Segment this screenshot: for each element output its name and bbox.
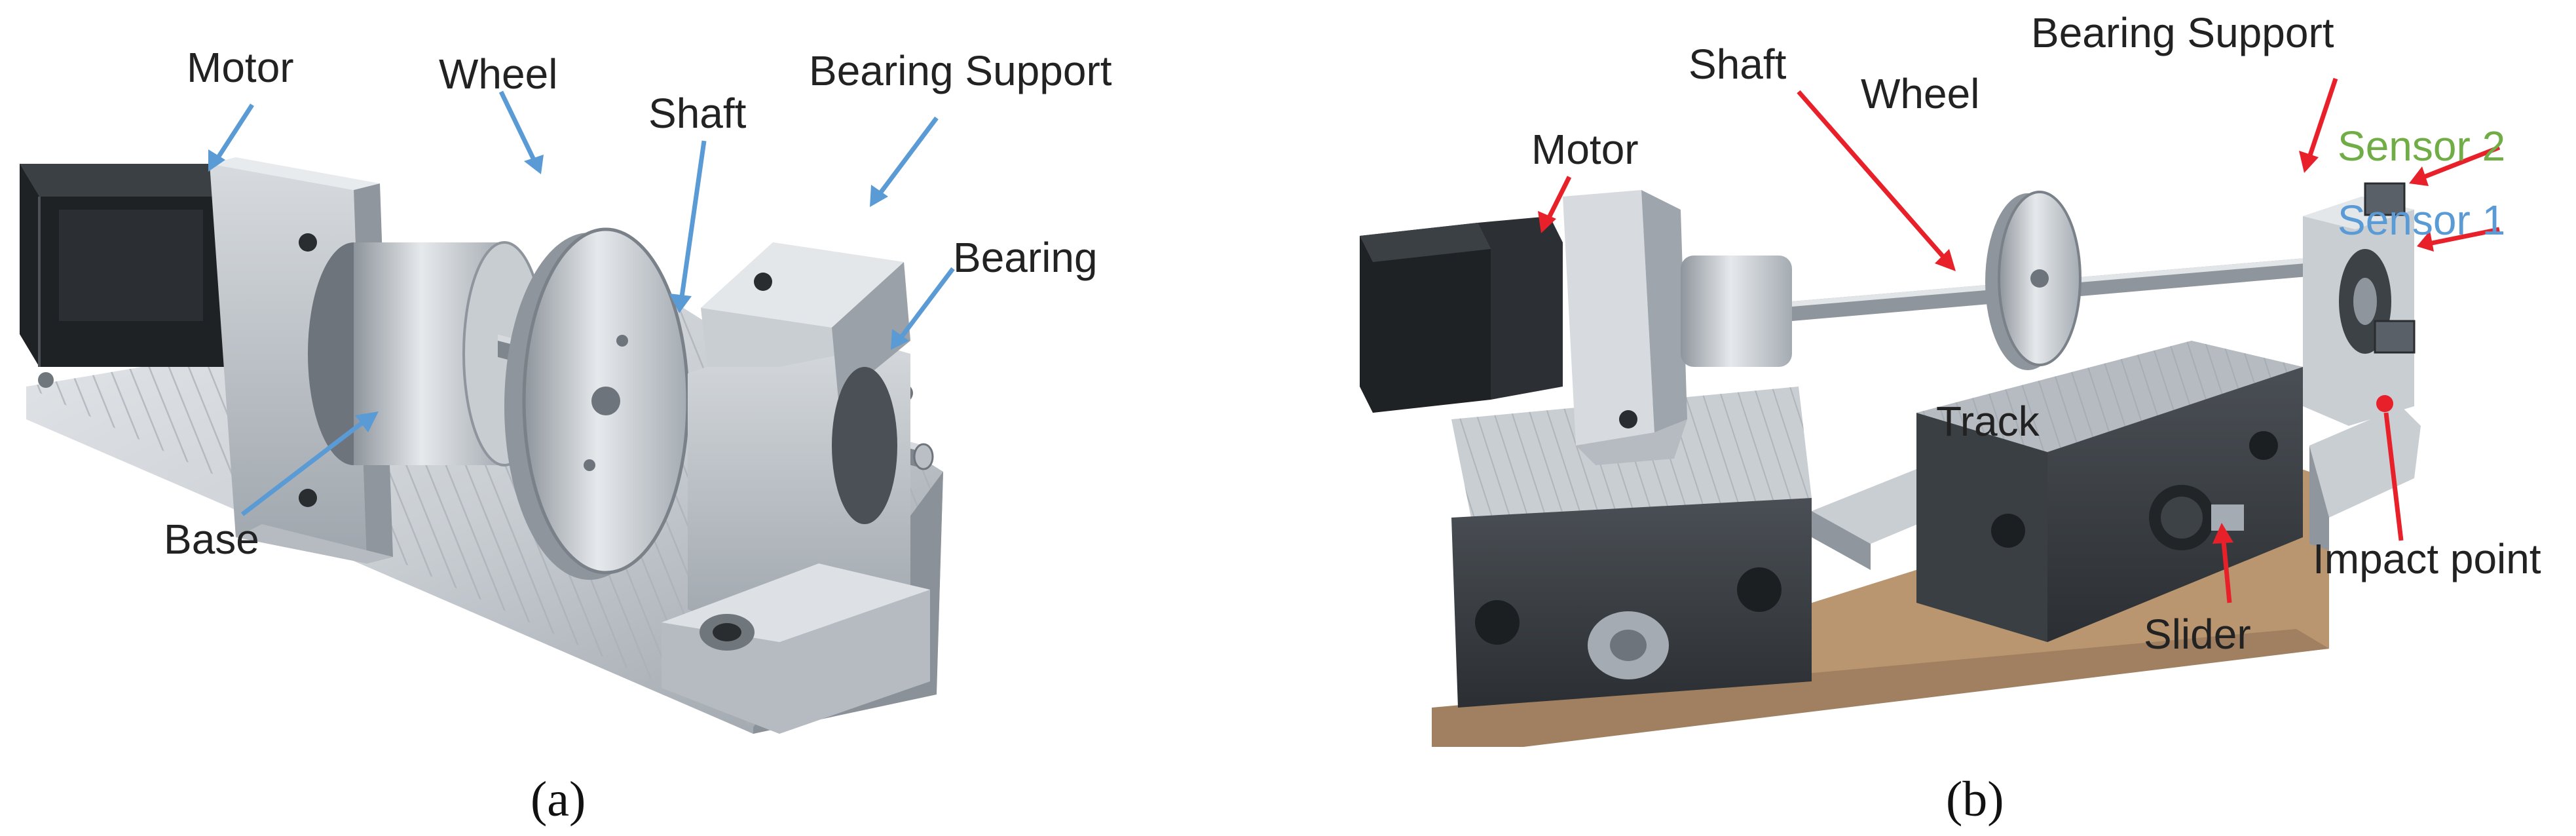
arrow-base <box>240 417 369 516</box>
photo-wheel <box>1985 191 2081 370</box>
label-sensor-1: Sensor 1 <box>2338 197 2505 244</box>
photo-right-bracket <box>2309 406 2421 550</box>
arrow-impact-point <box>2383 412 2404 541</box>
label-wheel: Wheel <box>439 50 557 98</box>
annotation-arrows <box>208 90 955 516</box>
label-motor: Motor <box>1531 126 1639 173</box>
label-bearing-support: Bearing Support <box>2031 9 2334 56</box>
label-base: Base <box>164 516 259 563</box>
arrowhead-bearing-support <box>2299 151 2319 173</box>
arrowhead-shaft <box>669 294 692 313</box>
arrowhead-wheel <box>524 155 544 174</box>
arrowhead-shaft <box>1935 249 1956 271</box>
track-double-arrow <box>1910 320 1953 385</box>
caption-a: (a) <box>531 772 586 827</box>
arrow-wheel <box>498 90 538 165</box>
arrow-bearing <box>897 267 955 343</box>
arrowhead-sensor2 <box>2409 166 2429 186</box>
arrow-bearing-support <box>2305 77 2338 162</box>
arrow-slider <box>2220 534 2232 603</box>
photo-bearing-support <box>2303 182 2416 426</box>
arrow-sensor2 <box>2419 145 2501 181</box>
arrowhead-base <box>355 411 379 432</box>
arrowhead-sensor1 <box>2417 231 2434 252</box>
photo-impact-point <box>2376 395 2393 412</box>
label-impact-point: Impact point <box>2313 535 2541 582</box>
arrowhead-bearing-support <box>870 185 888 207</box>
panel-a-figure: Motor Wheel Shaft Bearing Support Bearin… <box>20 44 1112 827</box>
arrow-bearing-support <box>876 116 939 199</box>
panel-a: Motor Wheel Shaft Bearing Support Bearin… <box>20 44 1112 827</box>
label-shaft: Shaft <box>648 90 747 137</box>
panel-b: Shaft Wheel Bearing Support Motor Sensor… <box>1288 0 2576 836</box>
arrowhead-motor <box>1538 211 1556 233</box>
photo-motor <box>20 164 236 367</box>
caption-b: (b) <box>1946 772 2004 827</box>
photo-motor-mount <box>1563 190 1687 465</box>
arrow-sensor1 <box>2428 227 2500 246</box>
arrowhead-motor <box>208 149 225 172</box>
photo-sensor-1 <box>2374 320 2416 354</box>
arrow-shaft <box>1797 90 1950 264</box>
photo-sensor-2 <box>2364 182 2406 216</box>
label-motor: Motor <box>187 44 294 91</box>
arrowhead-slider <box>2212 523 2233 544</box>
label-bearing: Bearing <box>953 234 1098 281</box>
arrow-motor <box>213 104 254 164</box>
label-slider: Slider <box>2144 611 2251 658</box>
arrow-motor <box>1544 176 1572 224</box>
annotation-arrows <box>1538 77 2501 603</box>
label-bearing-support: Bearing Support <box>809 47 1112 94</box>
label-sensor-2: Sensor 2 <box>2338 123 2505 170</box>
arrowhead-bearing <box>891 329 909 350</box>
panel-b-figure: Shaft Wheel Bearing Support Motor Sensor… <box>1360 9 2541 827</box>
label-shaft: Shaft <box>1689 41 1787 88</box>
photo-bearing-support <box>662 242 930 734</box>
label-track: Track <box>1936 398 2040 445</box>
label-wheel: Wheel <box>1861 70 1979 117</box>
photo-coupling-shaft <box>1681 249 2414 367</box>
photo-wheel <box>504 227 690 580</box>
photo-slider-block <box>1916 341 2303 642</box>
photo-motor <box>1360 216 1563 413</box>
arrow-shaft <box>679 140 707 302</box>
